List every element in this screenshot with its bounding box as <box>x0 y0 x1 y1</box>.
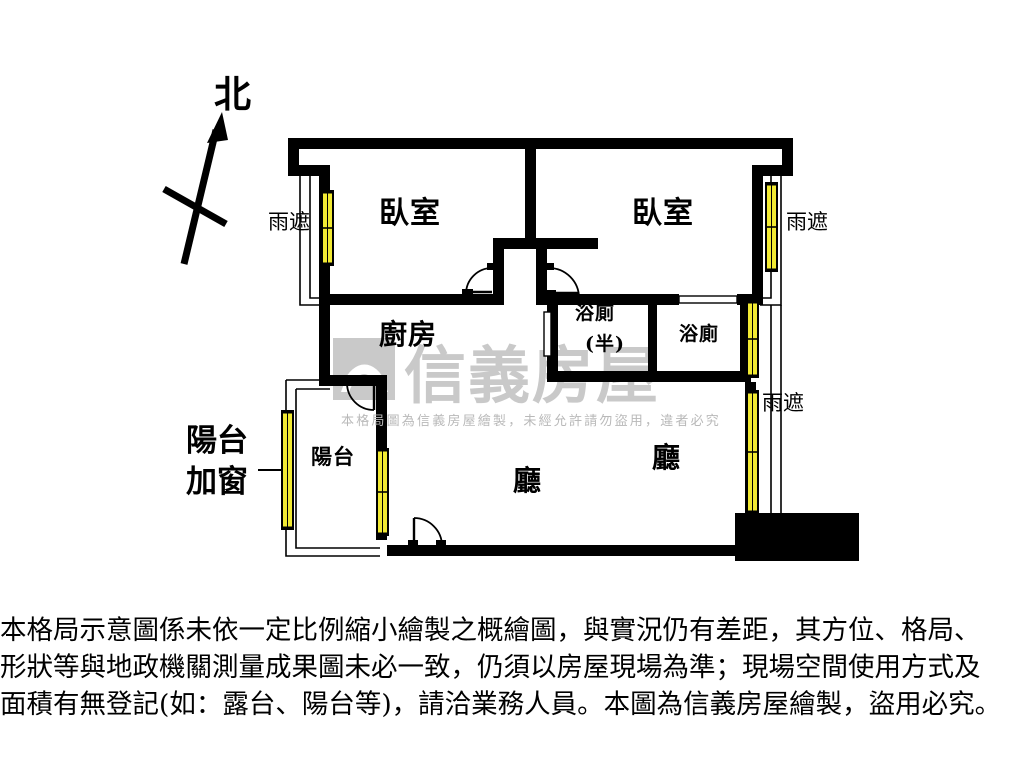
window-balcony-left <box>281 410 294 530</box>
room-label-bathroom: 浴廁 <box>679 323 720 345</box>
window-bedroom-right <box>765 182 778 272</box>
disclaimer-line-3: 面積有無登記(如：露台、陽台等)，請洽業務人員。本圖為信義房屋繪製，盜用必究。 <box>0 689 1002 720</box>
disclaimer-line-2: 形狀等與地政機關測量成果圖未必一致，仍須以房屋現場為準；現場空間使用方式及 <box>0 652 981 683</box>
room-label-bedroom-left: 臥室 <box>379 196 441 231</box>
room-label-balcony: 陽台 <box>311 444 355 469</box>
sliding-doors <box>543 295 738 357</box>
window-living-right <box>746 390 759 514</box>
compass-label: 北 <box>214 72 251 116</box>
disclaimer-line-1: 本格局示意圖係未依一定比例縮小繪製之概繪圖，與實況仍有差距，其方位、格局、 <box>0 615 981 646</box>
disclaimer-text: 本格局示意圖係未依一定比例縮小繪製之概繪圖，與實況仍有差距，其方位、格局、 形狀… <box>0 612 1012 723</box>
window-corridor-right <box>746 300 759 378</box>
annotation-balcony-window-line2: 加窗 <box>186 464 248 500</box>
watermark-note-text: 本格局圖為信義房屋繪製，未經允許請勿盜用，違者必究 <box>341 414 722 429</box>
window-bedroom-left <box>321 190 334 266</box>
compass-north-arrow <box>162 112 228 265</box>
windows <box>281 182 778 536</box>
brand-watermark: 信義房屋 <box>333 338 658 412</box>
annotation-balcony-window-line1: 陽台 <box>186 423 248 459</box>
doors <box>342 263 580 550</box>
annotation-rain-shade-left: 雨遮 <box>268 210 310 234</box>
window-balcony-right <box>376 448 389 536</box>
annotation-rain-shade-bottom: 雨遮 <box>762 391 804 415</box>
rain-shade-outlines <box>285 176 782 557</box>
room-label-hall-right: 廳 <box>652 441 682 474</box>
room-label-bedroom-right: 臥室 <box>632 196 694 231</box>
room-label-bathroom-half: 浴廁 <box>575 302 616 324</box>
room-label-kitchen: 廚房 <box>379 318 438 351</box>
room-label-hall-left: 廳 <box>513 464 543 497</box>
room-label-bathroom-half-suffix: (半) <box>585 333 625 355</box>
annotation-rain-shade-right: 雨遮 <box>786 210 828 234</box>
